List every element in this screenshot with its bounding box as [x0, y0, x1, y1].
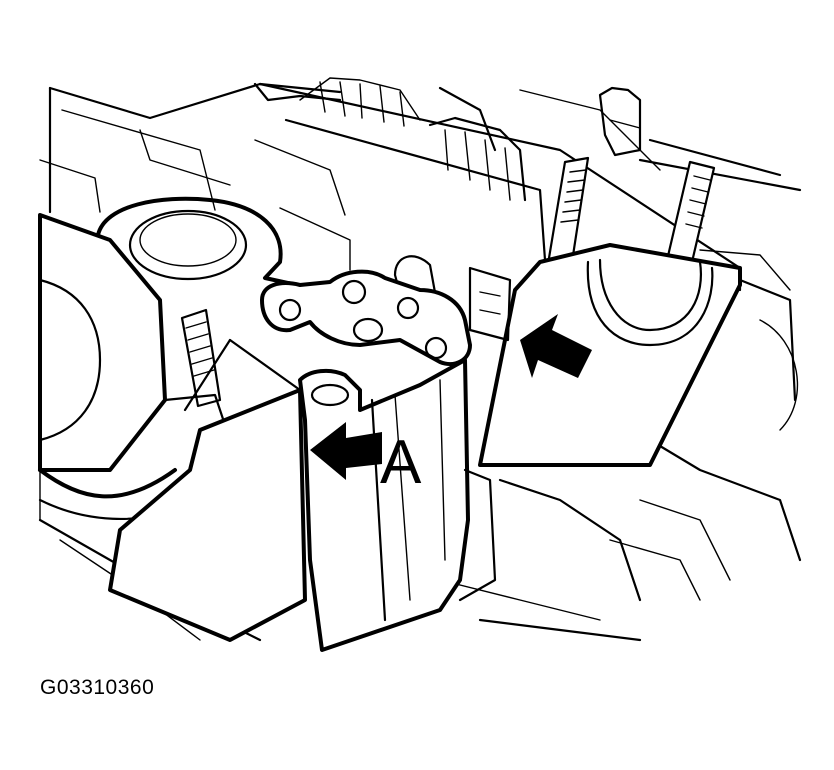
- background-engine-lines: [38, 82, 802, 642]
- upper-cylinder-head: [258, 77, 742, 292]
- engine-component-illustration: A: [38, 77, 802, 652]
- left-housing: [38, 196, 322, 642]
- gasket: [260, 269, 472, 366]
- callout-arrows: A: [310, 314, 592, 497]
- right-mounting-bracket: [393, 243, 742, 467]
- arrow-to-bracket-icon: [520, 314, 592, 378]
- figure-code: G03310360: [40, 676, 155, 699]
- callout-label-a: A: [380, 428, 422, 497]
- arrow-a-icon: [310, 422, 382, 480]
- center-support: [298, 358, 497, 652]
